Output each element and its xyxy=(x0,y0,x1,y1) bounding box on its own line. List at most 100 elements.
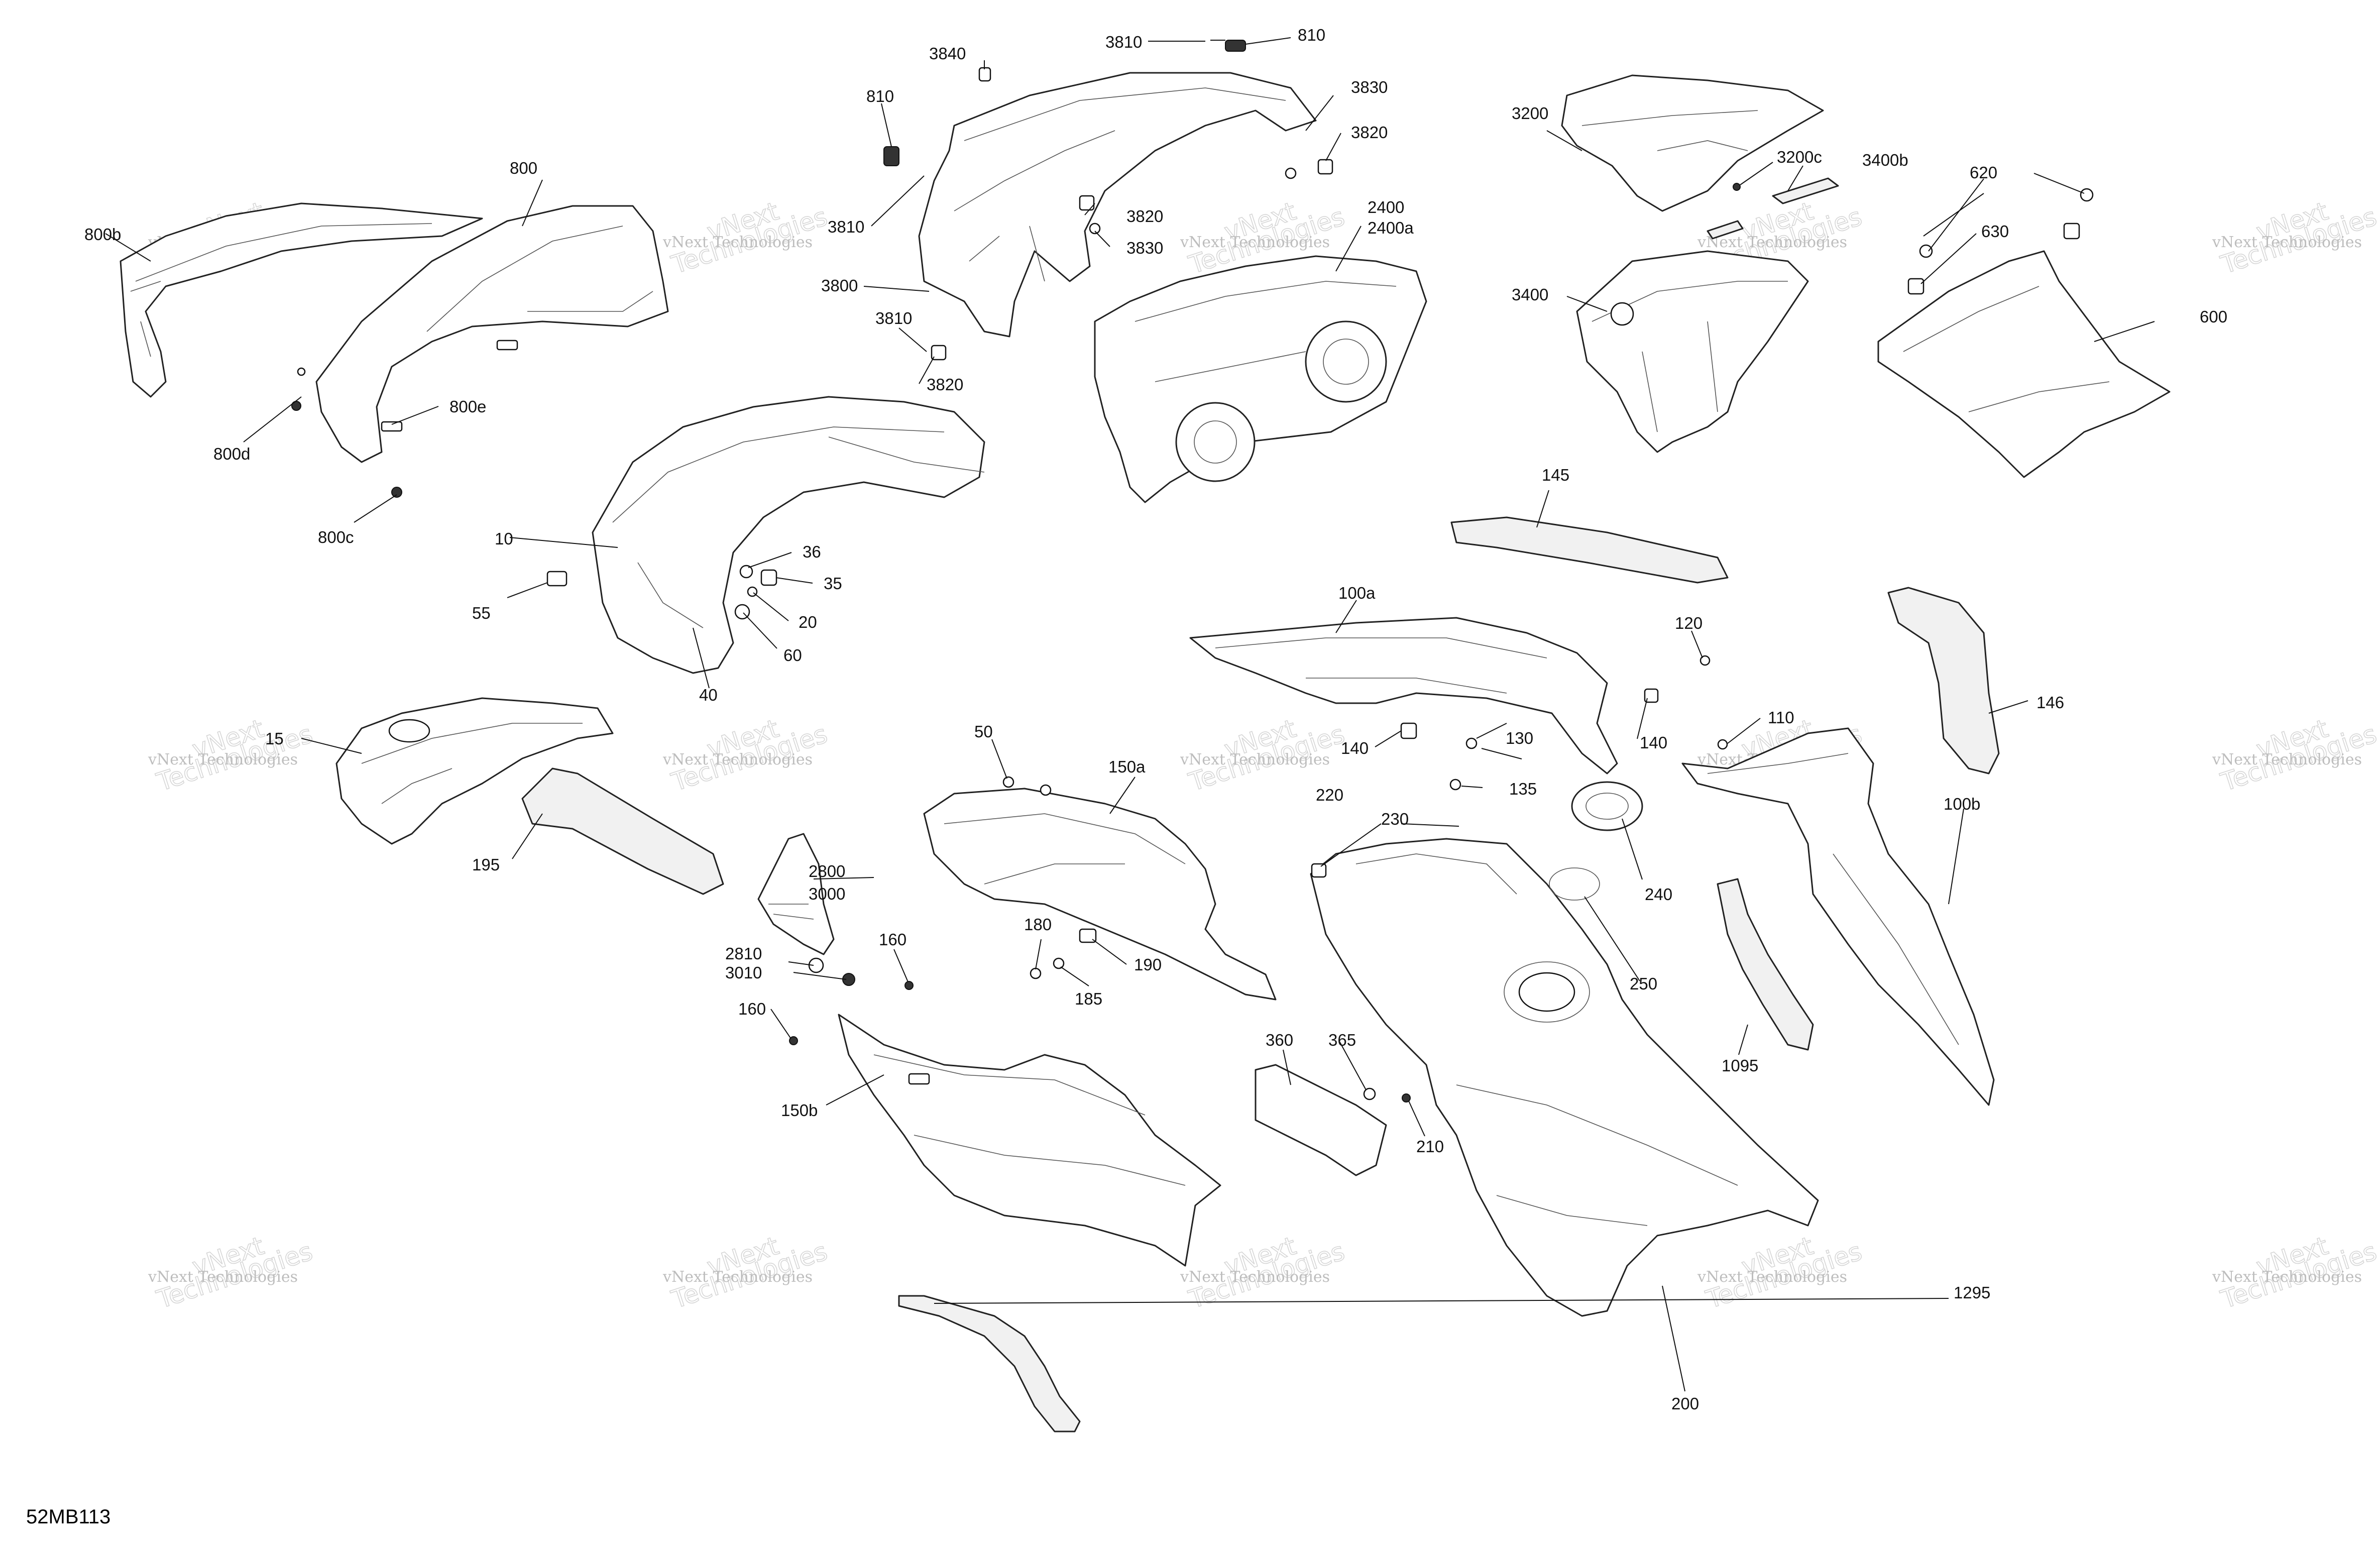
clip-630-right-icon xyxy=(2063,223,2080,240)
clip-3840-icon xyxy=(978,67,991,82)
callout-160-b: 160 xyxy=(738,1000,766,1018)
clip-150b-icon xyxy=(908,1073,930,1085)
callout-146: 146 xyxy=(2036,693,2064,712)
callout-800b: 800b xyxy=(84,225,121,244)
screw-210-icon xyxy=(1402,1093,1411,1102)
washer-2810-icon xyxy=(808,957,824,973)
callout-140-right: 140 xyxy=(1640,733,1667,752)
grommet-810-icon xyxy=(883,146,899,166)
screw-3830-top-icon xyxy=(1285,167,1297,179)
callout-145: 145 xyxy=(1542,466,1569,484)
callout-3820-low: 3820 xyxy=(927,375,963,394)
callout-250: 250 xyxy=(1630,974,1657,993)
callout-600: 600 xyxy=(2200,307,2227,326)
screw-130-icon xyxy=(1476,723,1507,739)
screw-620-icon xyxy=(1919,244,1933,258)
callout-240: 240 xyxy=(1645,885,1672,904)
washer-36-icon xyxy=(739,565,753,579)
filler-ring-240-icon xyxy=(1571,781,1643,831)
callout-180: 180 xyxy=(1024,915,1052,934)
callout-3200: 3200 xyxy=(1512,104,1548,123)
callout-1095: 1095 xyxy=(1722,1056,1758,1075)
watermark-text: vNext Technologies xyxy=(1697,1268,1847,1286)
callout-810-top: 810 xyxy=(1298,26,1325,44)
watermark-text: vNext Technologies xyxy=(148,751,298,768)
part-360-bracket xyxy=(1255,1064,1411,1176)
callout-50: 50 xyxy=(974,722,993,741)
screw-180-icon xyxy=(1030,967,1042,979)
part-3400b-seal-strips xyxy=(1707,177,1839,240)
watermark-text: vNext Technologies xyxy=(1697,234,1847,251)
clip-3200c-icon xyxy=(1733,183,1741,191)
part-100b-side-trim xyxy=(1681,727,1995,1106)
clip-3820-mid-icon xyxy=(1079,195,1095,211)
callout-195: 195 xyxy=(472,855,500,874)
watermark-text: vNext Technologies xyxy=(2212,234,2362,251)
callout-40: 40 xyxy=(699,686,718,704)
callout-2800: 2800 xyxy=(809,862,845,880)
nut-35-icon xyxy=(760,569,777,586)
watermark-text: vNext Technologies xyxy=(1180,1268,1330,1286)
clip-140-right-icon xyxy=(1644,688,1659,703)
callout-3200c: 3200c xyxy=(1777,148,1822,166)
callout-190: 190 xyxy=(1134,955,1162,974)
watermark-text: vNext Technologies xyxy=(2212,1268,2362,1286)
clip-3820-top-icon xyxy=(1317,159,1333,175)
leader-lines xyxy=(105,37,2155,1392)
part-150b-lower-panel xyxy=(838,1014,1221,1267)
callout-3840: 3840 xyxy=(929,44,966,63)
callout-630: 630 xyxy=(1981,222,2009,241)
callout-100a: 100a xyxy=(1338,584,1376,602)
part-15-hood-panel xyxy=(335,697,614,845)
callout-20: 20 xyxy=(799,613,817,631)
vent-3400-icon xyxy=(1610,302,1634,326)
callout-220: 220 xyxy=(1316,786,1343,804)
part-100a-side-trim xyxy=(1189,617,1711,775)
callout-3810-top: 3810 xyxy=(1105,33,1142,51)
nut-365-icon xyxy=(1363,1087,1376,1100)
clip-800e-lower-icon xyxy=(381,421,403,432)
washer-50-right-icon xyxy=(1040,784,1052,796)
part-3400-storage-bin xyxy=(1576,250,1809,453)
part-146-rear-strip xyxy=(1887,587,2000,775)
watermark-text: vNext Technologies xyxy=(148,1268,298,1286)
part-600-rear-panel xyxy=(1877,188,2171,478)
callout-135: 135 xyxy=(1509,780,1537,798)
callout-3400: 3400 xyxy=(1512,285,1548,304)
washer-50-left-icon xyxy=(1002,776,1014,788)
clip-630-icon xyxy=(1907,278,1924,295)
callout-3800: 3800 xyxy=(821,276,858,295)
washer-185-icon xyxy=(1053,957,1065,969)
callout-800c: 800c xyxy=(318,528,354,546)
screw-3830-mid-icon xyxy=(1089,223,1101,235)
callout-3400b: 3400b xyxy=(1862,151,1908,169)
part-3200-storage-cover xyxy=(1561,74,1824,212)
callout-120: 120 xyxy=(1675,614,1703,632)
callout-36: 36 xyxy=(803,542,821,561)
part-145-long-strip xyxy=(1450,516,1729,584)
part-1295-strip xyxy=(898,1295,1081,1432)
callout-15: 15 xyxy=(265,729,284,748)
vent-15-icon xyxy=(388,719,430,743)
part-2400-headlight-assembly xyxy=(1094,255,1427,503)
nut-800c-icon xyxy=(391,487,402,498)
callout-3010: 3010 xyxy=(725,963,762,982)
callout-360: 360 xyxy=(1266,1031,1293,1049)
callout-200: 200 xyxy=(1671,1394,1699,1413)
callout-210: 210 xyxy=(1416,1137,1444,1156)
part-800b-front-trim xyxy=(120,202,483,398)
part-2800-mesh-bracket xyxy=(757,833,914,1045)
clip-140-left-icon xyxy=(1400,722,1417,739)
callout-2400: 2400 xyxy=(1368,198,1404,216)
part-3800-upper-bracket xyxy=(883,40,1333,361)
watermark-text: vNext Technologies xyxy=(1180,234,1330,251)
callout-2400a: 2400a xyxy=(1368,218,1414,237)
nut-160-a-icon xyxy=(904,981,914,990)
clip-55-icon xyxy=(546,571,568,587)
